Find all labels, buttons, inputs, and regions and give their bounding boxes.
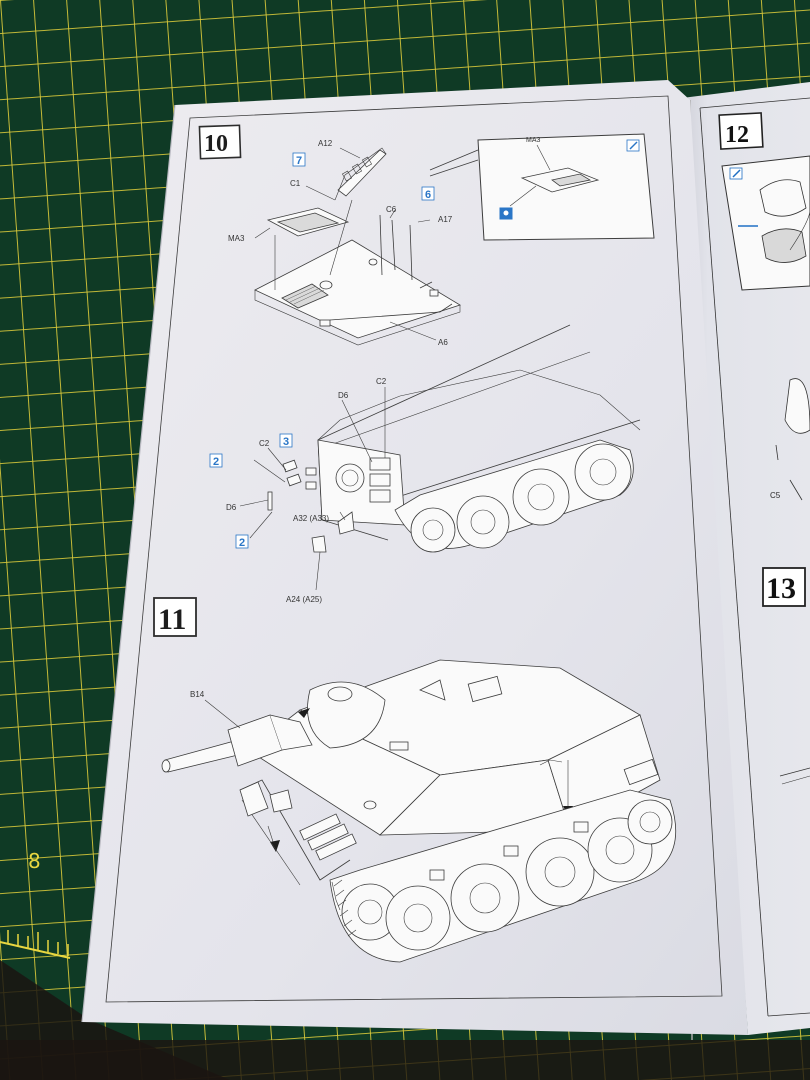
- next-part-label-c5: C5: [770, 491, 781, 500]
- next-page-content: 12 C5 13: [718, 112, 810, 785]
- part-label-d6-left: D6: [226, 503, 237, 512]
- part-label-c2-top: C2: [376, 377, 387, 386]
- ref-badge-2a: 2: [209, 453, 223, 468]
- step-12-box: [718, 112, 764, 150]
- ref-badge-7: 7: [292, 152, 306, 167]
- tank-road-wheels: [341, 799, 673, 951]
- step-11-box: [153, 597, 197, 637]
- hull-rear-drawing: [239, 324, 641, 591]
- road-wheels: [410, 443, 632, 553]
- step-13-number: 13: [766, 572, 796, 605]
- part-label-a32: A32 (A33): [293, 514, 329, 523]
- part-label-c1: C1: [290, 179, 301, 188]
- part-label-a12: A12: [318, 139, 333, 148]
- svg-text:2: 2: [213, 456, 219, 468]
- svg-text:3: 3: [283, 436, 289, 448]
- part-label-d6-top: D6: [338, 391, 349, 400]
- step-10: 10: [198, 124, 655, 604]
- detail-inset: [429, 133, 655, 241]
- ref-badge-2b: 2: [235, 534, 249, 549]
- step-11-number: 11: [158, 603, 186, 636]
- part-label-a6: A6: [438, 338, 448, 347]
- page-border: [105, 95, 723, 1003]
- part-label-b14: B14: [190, 690, 205, 699]
- step-11: 11: [153, 597, 677, 963]
- svg-text:6: 6: [425, 189, 431, 201]
- ref-badge-3: 3: [279, 433, 293, 448]
- svg-text:7: 7: [296, 155, 302, 167]
- step-10-number: 10: [204, 131, 228, 157]
- mat-ruler: 8: [0, 849, 71, 959]
- part-label-a24: A24 (A25): [286, 595, 322, 604]
- next-page: [682, 82, 810, 1035]
- part-label-c2-left: C2: [259, 439, 270, 448]
- top-assembly-drawing: [254, 147, 461, 346]
- part-label-ma3: MA3: [228, 234, 245, 243]
- step-12-number: 12: [725, 122, 749, 148]
- part-label-a17: A17: [438, 215, 453, 224]
- svg-text:2: 2: [239, 537, 245, 549]
- tank-drawing: [161, 659, 677, 963]
- step-13-box: [762, 567, 806, 607]
- ref-badge-6: 6: [421, 186, 435, 201]
- ruler-mark-8: 8: [28, 849, 41, 873]
- step-10-box: [198, 124, 242, 160]
- inset-label-ma3: MA3: [526, 137, 541, 144]
- part-label-c6: C6: [386, 205, 397, 214]
